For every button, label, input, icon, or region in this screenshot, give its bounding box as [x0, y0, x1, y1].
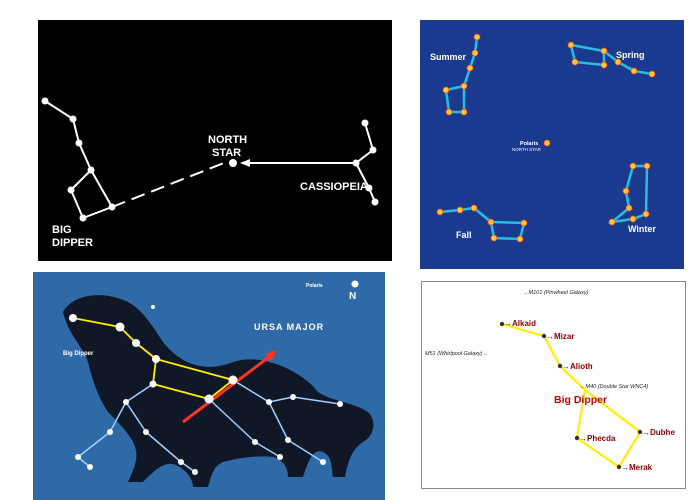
polaris-star — [543, 139, 551, 147]
ursa-stars — [69, 280, 359, 475]
north-marker-label: N — [349, 291, 356, 302]
big-dipper-lines — [501, 322, 641, 468]
winter-label: Winter — [628, 224, 656, 234]
fall-label: Fall — [456, 230, 472, 240]
dubhe-label: →Dubhe — [642, 428, 675, 437]
m101-label: →M101 (Pinwheel Galaxy) — [523, 290, 589, 296]
arrow-head-icon — [240, 159, 250, 167]
panel-pointer-stars: NORTH STAR BIG DIPPER CASSIOPEIA — [38, 20, 392, 261]
north-star-label-line2: STAR — [212, 147, 241, 159]
named-stars — [499, 321, 643, 470]
star-dot — [361, 119, 369, 127]
panel-ursa-major: URSA MAJOR Big Dipper Polaris N — [33, 272, 385, 500]
big-dipper-title: Big Dipper — [554, 394, 607, 406]
pointer-dashed-line — [111, 162, 225, 208]
star-dot — [69, 115, 77, 123]
summer-label: Summer — [430, 52, 467, 62]
north-star-label-line1: NORTH — [208, 134, 247, 146]
body-lines — [77, 379, 341, 473]
star-dot — [79, 214, 87, 222]
spring-label: Spring — [616, 50, 645, 60]
phecda-label: →Phecda — [579, 434, 616, 443]
alioth-label: →Alioth — [562, 362, 593, 371]
star-dot — [365, 184, 373, 192]
constellation-stars — [41, 97, 379, 222]
polaris-star — [351, 280, 359, 288]
star-dot — [67, 186, 75, 194]
seasonal-stars — [436, 33, 656, 243]
big-dipper-label-line2: DIPPER — [52, 237, 93, 249]
m51-label: M51 (Whirlpool Galaxy)← — [425, 351, 488, 357]
pointer-arrow-line — [182, 355, 270, 424]
panel-star-names: →M101 (Pinwheel Galaxy) M51 (Whirlpool G… — [421, 281, 686, 489]
merak-label: →Merak — [621, 463, 653, 472]
seasons-diagram: Summer Spring Fall Winter Polaris NORTH … — [430, 33, 656, 243]
ursa-major-diagram: URSA MAJOR Big Dipper Polaris N — [63, 280, 374, 487]
big-dipper-label-line1: BIG — [52, 224, 72, 236]
alkaid-label: →Alkaid — [504, 319, 536, 328]
panel-seasons: Summer Spring Fall Winter Polaris NORTH … — [420, 20, 684, 269]
m40-label: ←M40 (Double Star WNC4) — [580, 384, 648, 390]
big-dipper-lines — [44, 100, 113, 219]
north-star-label: NORTH STAR — [512, 147, 542, 152]
star-names-diagram: →M101 (Pinwheel Galaxy) M51 (Whirlpool G… — [425, 290, 675, 472]
ursa-major-title: URSA MAJOR — [254, 322, 324, 332]
pointer-arrow-head-icon — [265, 350, 277, 362]
north-star-dot — [229, 159, 237, 167]
star-dot — [41, 97, 49, 105]
star-dot — [371, 198, 379, 206]
pointer-stars-diagram: NORTH STAR BIG DIPPER CASSIOPEIA — [41, 97, 379, 249]
star-dot — [352, 159, 360, 167]
cassiopeia-label: CASSIOPEIA — [300, 181, 368, 193]
star-dot — [108, 203, 116, 211]
big-dipper-label: Big Dipper — [63, 351, 94, 357]
star-dot — [369, 146, 377, 154]
polaris-label: Polaris — [306, 283, 323, 289]
polaris-label: Polaris — [520, 141, 538, 147]
mizar-label: →Mizar — [546, 332, 574, 341]
star-dot — [75, 139, 83, 147]
star-dot — [87, 166, 95, 174]
